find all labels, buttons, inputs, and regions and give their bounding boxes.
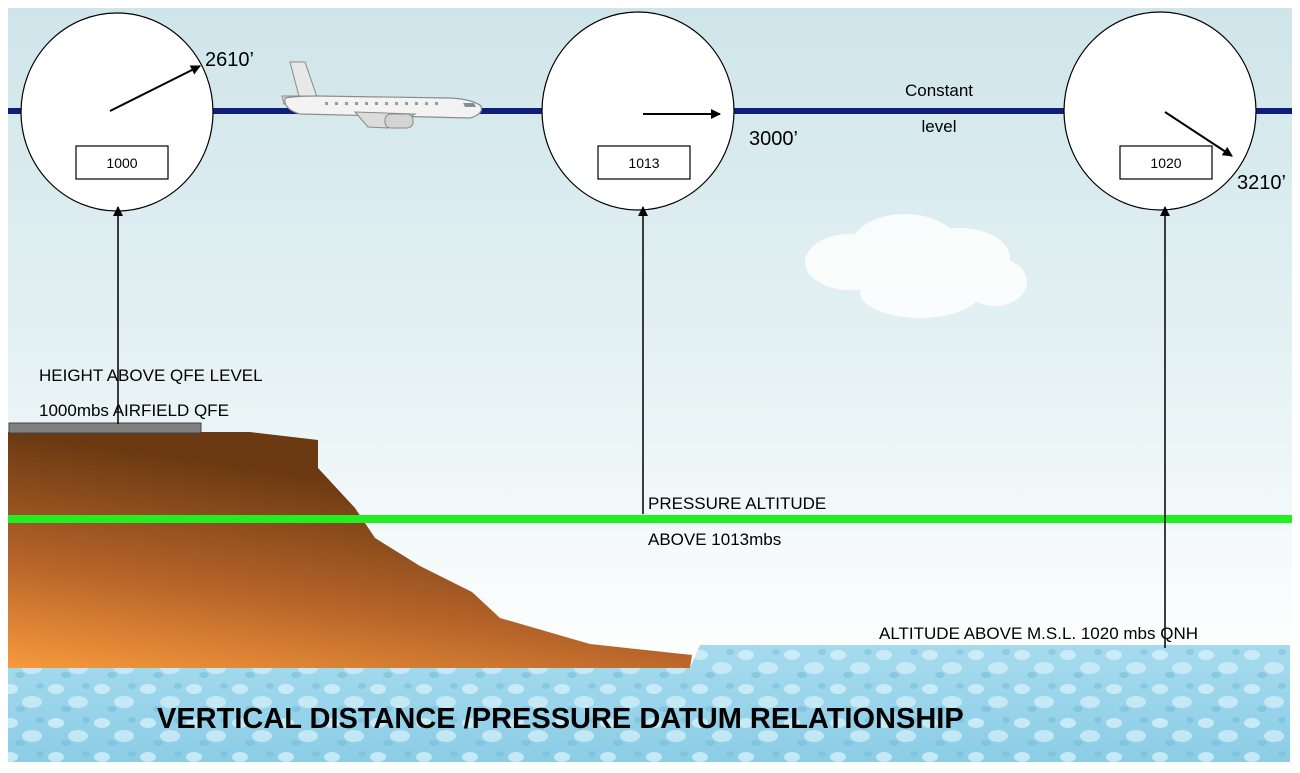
altimeter-qnh: 1020 3210’ bbox=[1063, 11, 1286, 211]
altimeter-reading: 3000’ bbox=[749, 128, 798, 150]
diagram-title: VERTICAL DISTANCE /PRESSURE DATUM RELATI… bbox=[157, 703, 964, 735]
pressure-setting-value: 1020 bbox=[1150, 155, 1181, 171]
pressure-altitude-label-line2: ABOVE 1013mbs bbox=[648, 530, 781, 549]
qnh-altitude-label: ALTITUDE ABOVE M.S.L. 1020 mbs QNH bbox=[879, 624, 1198, 643]
airplane-icon bbox=[281, 61, 483, 129]
altimeter-qfe: 1000 2610’ bbox=[20, 12, 254, 212]
pressure-setting-window bbox=[75, 145, 169, 180]
altimeter-standard: 1013 3000’ bbox=[541, 11, 798, 211]
altimeter-dial bbox=[541, 11, 735, 211]
pressure-altitude-label-line1: PRESSURE ALTITUDE bbox=[648, 494, 826, 513]
altimeter-reading: 2610’ bbox=[205, 49, 254, 71]
altimeter-needle bbox=[1164, 111, 1233, 157]
constant-level-label-line2: level bbox=[922, 117, 957, 136]
altimeter-dial bbox=[20, 12, 214, 212]
altimeter-reading: 3210’ bbox=[1237, 172, 1286, 194]
pressure-setting-value: 1013 bbox=[628, 155, 659, 171]
airfield-strip bbox=[8, 422, 202, 434]
constant-level-label-line1: Constant bbox=[905, 81, 973, 100]
pressure-datum-line bbox=[8, 515, 1292, 523]
altimeter-dial bbox=[1063, 11, 1257, 211]
qfe-label-line1: HEIGHT ABOVE QFE LEVEL bbox=[39, 366, 263, 385]
cloud-shape bbox=[805, 214, 1027, 318]
terrain-hill bbox=[8, 432, 692, 668]
pressure-setting-window bbox=[1119, 145, 1213, 180]
altimeter-needle bbox=[109, 65, 201, 112]
qfe-label-line2: 1000mbs AIRFIELD QFE bbox=[39, 401, 229, 420]
pressure-setting-value: 1000 bbox=[106, 155, 137, 171]
pressure-setting-window bbox=[597, 145, 691, 180]
